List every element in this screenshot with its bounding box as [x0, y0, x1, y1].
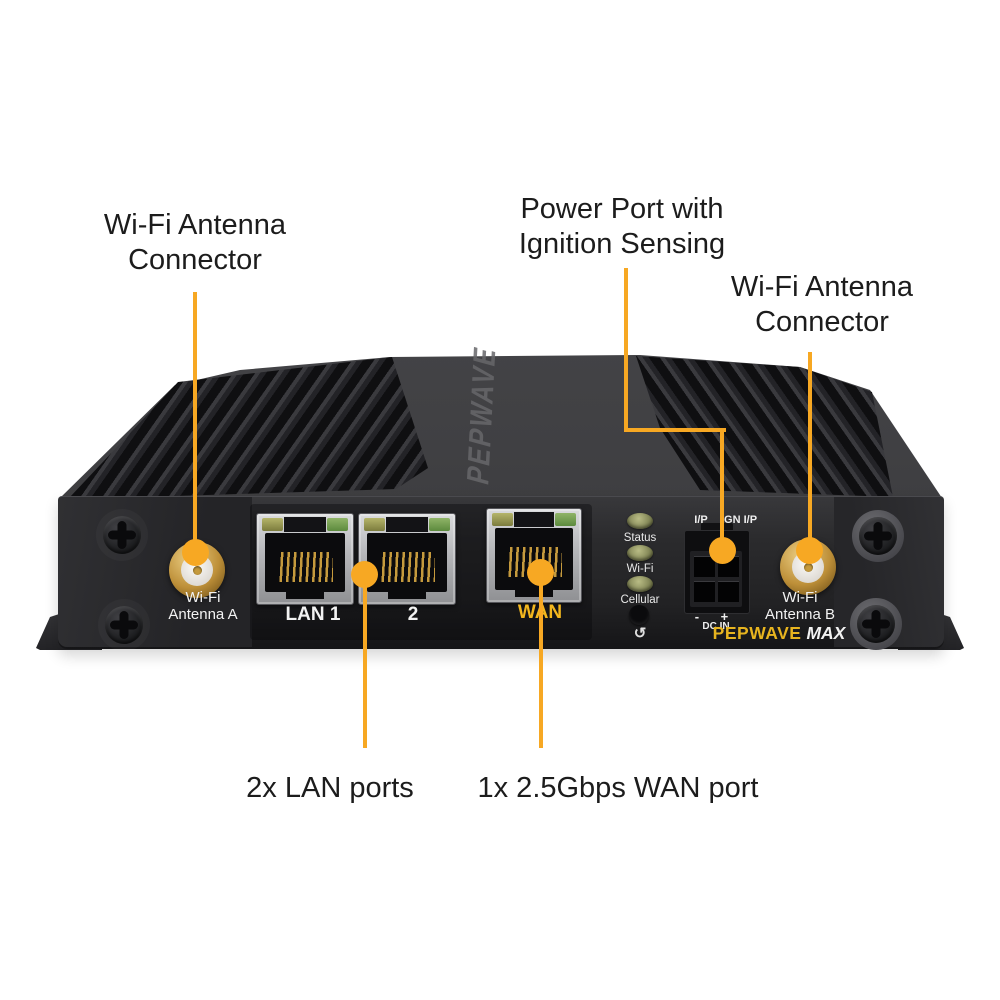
callout-dot-antenna-a: [182, 539, 209, 566]
callout-line-power-v1: [624, 268, 628, 432]
screw-boss-bottom-right: [850, 598, 902, 650]
port-top-bar: [284, 517, 326, 532]
screw-cross: [862, 619, 890, 629]
callout-line-power-h: [624, 428, 726, 432]
wifi-led: [627, 545, 653, 561]
callout-power-label: Power Port with Ignition Sensing: [472, 192, 772, 262]
callout-line-lan: [363, 580, 367, 748]
port-top-bar: [514, 512, 554, 527]
lan2-port: [358, 513, 456, 605]
cellular-led-label: Cellular: [620, 594, 660, 606]
antenna-a-label-line2: Antenna A: [168, 606, 238, 623]
callout-dot-antenna-b: [796, 537, 823, 564]
brand-max: MAX: [806, 623, 846, 643]
port-notch: [388, 588, 426, 599]
port-led-amber: [364, 518, 385, 531]
port-pins: [379, 552, 435, 582]
antenna-b-label-line2: Antenna B: [764, 606, 836, 623]
callout-antenna-b-line2: Connector: [755, 306, 889, 338]
sma-pin: [192, 565, 202, 575]
power-pin-hole: [718, 581, 739, 602]
port-led-green: [327, 518, 348, 531]
status-led-label: Status: [623, 532, 657, 544]
sma-pin: [803, 562, 813, 572]
power-polarity-label: - +: [694, 609, 738, 624]
port-led-green: [429, 518, 450, 531]
lan1-port-label: LAN 1: [285, 604, 341, 625]
brand-pepwave: PEPWAVE: [712, 623, 802, 643]
screw-cross: [108, 530, 136, 540]
port-pins: [277, 552, 333, 582]
lan1-port: [256, 513, 354, 605]
power-port-tab: [701, 523, 733, 533]
port-led-amber: [492, 513, 513, 526]
callout-dot-power: [709, 537, 736, 564]
screw-top-left: [103, 516, 141, 554]
cellular-led: [627, 576, 653, 592]
callout-lan-ports-label: 2x LAN ports: [246, 772, 414, 804]
port-notch: [515, 586, 553, 597]
top-embossed-brand: PEPWAVE: [461, 341, 504, 489]
callout-antenna-a-line1: Wi-Fi Antenna: [103, 209, 287, 241]
wan-port: [486, 508, 582, 603]
screw-bottom-right: [857, 605, 895, 643]
screw-boss-top-right: [852, 510, 904, 562]
callout-line-antenna-b: [808, 352, 812, 545]
status-led: [627, 513, 653, 529]
callout-wan-port-label: 1x 2.5Gbps WAN port: [477, 772, 759, 804]
power-dcin-label: DC IN: [702, 621, 730, 632]
wifi-antenna-b-connector: [780, 539, 836, 595]
screw-top-right: [859, 517, 897, 555]
callout-power-line1: Power Port with: [520, 193, 724, 225]
callout-line-wan: [539, 578, 543, 748]
port-top-bar: [386, 517, 428, 532]
lan2-port-label: 2: [407, 604, 419, 625]
callout-line-power-v2: [720, 428, 724, 545]
callout-line-antenna-a: [193, 292, 197, 546]
wifi-led-label: Wi-Fi: [626, 563, 654, 575]
antenna-a-label: Wi-Fi Antenna A: [143, 589, 263, 623]
reset-button: [629, 605, 649, 625]
screw-cross: [110, 620, 138, 630]
power-pin-hole: [694, 556, 715, 577]
callout-antenna-b-label: Wi-Fi Antenna Connector: [672, 270, 972, 340]
antenna-b-label-line1: Wi-Fi: [782, 589, 818, 606]
reset-icon: ↺: [633, 625, 647, 642]
callout-antenna-a-label: Wi-Fi Antenna Connector: [45, 208, 345, 278]
port-led-amber: [262, 518, 283, 531]
screw-cross: [864, 531, 892, 541]
port-led-green: [555, 513, 576, 526]
callout-antenna-a-line2: Connector: [128, 244, 262, 276]
power-pin-hole: [694, 581, 715, 602]
callout-antenna-b-line1: Wi-Fi Antenna: [730, 271, 914, 303]
port-notch: [286, 588, 324, 599]
callout-power-line2: Ignition Sensing: [518, 228, 726, 260]
screw-bottom-left: [105, 606, 143, 644]
antenna-a-label-line1: Wi-Fi: [185, 589, 221, 606]
antenna-b-label: Wi-Fi Antenna B: [740, 589, 860, 623]
